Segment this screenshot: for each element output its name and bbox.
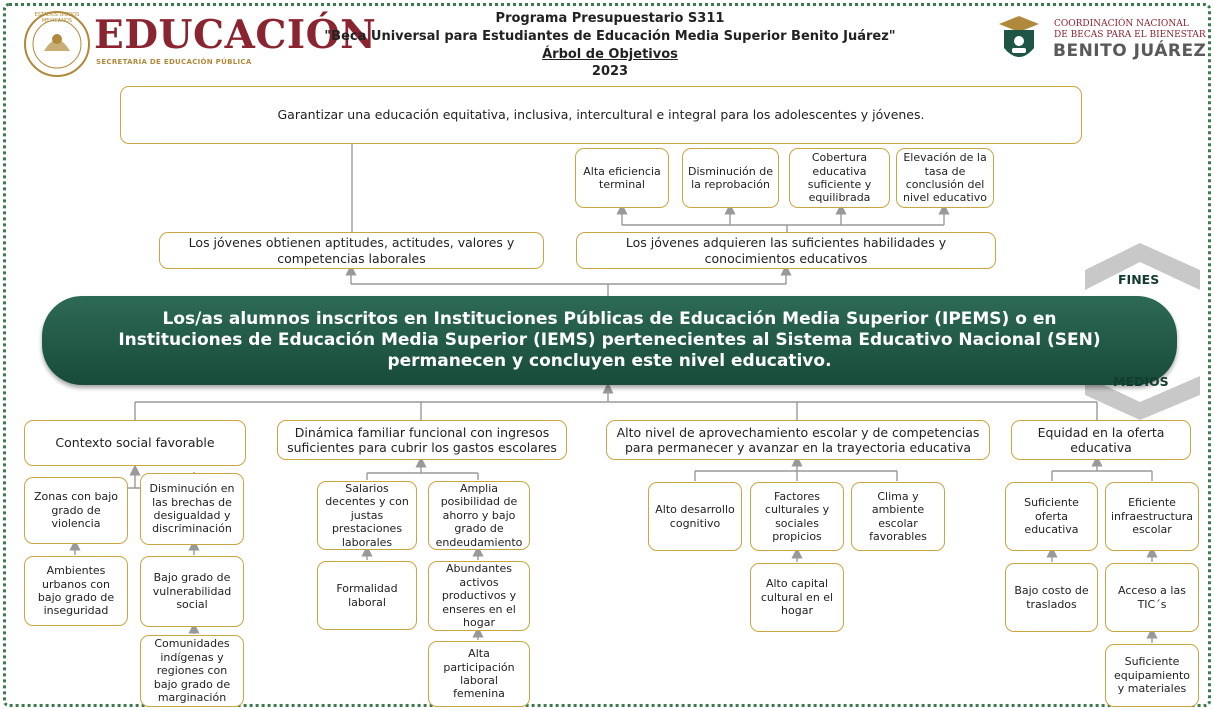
- medios-label: MEDIOS: [1113, 374, 1169, 389]
- end-top-1: Alta eficiencia terminal: [575, 148, 669, 208]
- fines-chevron-icon: [1085, 243, 1200, 290]
- means-c2-5: Alta participación laboral femenina: [428, 641, 530, 707]
- means-c3-4: Clima y ambiente escolar favorables: [851, 482, 945, 551]
- means-c2-3: Amplia posibilidad de ahorro y bajo grad…: [428, 481, 530, 550]
- program-code: Programa Presupuestario S311: [495, 11, 725, 26]
- right-logo-line1: COORDINACIÓN NACIONAL: [1054, 19, 1189, 29]
- means-c1-2: Ambientes urbanos con bajo grado de inse…: [24, 556, 128, 626]
- means-c4-3: Eficiente infraestructura escolar: [1105, 482, 1199, 551]
- means-c1-1: Zonas con bajo grado de violencia: [24, 477, 128, 544]
- means-c2-4: Abundantes activos productivos y enseres…: [428, 561, 530, 631]
- component-2: Dinámica familiar funcional con ingresos…: [277, 420, 567, 460]
- means-c2-1: Salarios decentes y con justas prestacio…: [317, 481, 417, 550]
- end-mid-1: Los jóvenes obtienen aptitudes, actitude…: [159, 232, 544, 269]
- purpose-box: Los/as alumnos inscritos en Institucione…: [42, 296, 1177, 385]
- program-name: "Beca Universal para Estudiantes de Educ…: [324, 29, 896, 44]
- component-3: Alto nivel de aprovechamiento escolar y …: [606, 420, 990, 460]
- logo-educacion: EDUCACIÓN: [94, 12, 377, 58]
- fines-label: FINES: [1118, 272, 1160, 287]
- page-frame: [3, 3, 1211, 707]
- component-4: Equidad en la oferta educativa: [1011, 420, 1191, 460]
- year: 2023: [591, 64, 629, 79]
- means-c4-5: Suficiente equipamiento y materiales: [1105, 644, 1199, 707]
- means-c3-3: Alto capital cultural en el hogar: [750, 563, 844, 632]
- logo-subtitle: SECRETARÍA DE EDUCACIÓN PÚBLICA: [96, 58, 252, 66]
- goal-box: Garantizar una educación equitativa, inc…: [120, 86, 1082, 144]
- means-c4-2: Bajo costo de traslados: [1005, 563, 1098, 632]
- bienestar-logo-icon: [999, 16, 1039, 57]
- means-c1-5: Comunidades indígenas y regiones con baj…: [140, 635, 244, 707]
- right-logo-line2: DE BECAS PARA EL BIENESTAR: [1054, 30, 1206, 40]
- right-logo-line3: BENITO JUÁREZ: [1053, 41, 1207, 61]
- tree-title: Árbol de Objetivos: [542, 47, 678, 62]
- seal-icon: [24, 11, 90, 77]
- seal-text: ESTADOS UNIDOS MEXICANOS: [34, 12, 80, 24]
- medios-chevron-icon: [1085, 376, 1200, 420]
- means-c4-1: Suficiente oferta educativa: [1005, 482, 1098, 551]
- end-top-3: Cobertura educativa suficiente y equilib…: [789, 148, 890, 208]
- means-c1-3: Disminución en las brechas de desigualda…: [140, 473, 244, 545]
- end-mid-2: Los jóvenes adquieren las suficientes ha…: [576, 232, 996, 269]
- means-c3-1: Alto desarrollo cognitivo: [648, 482, 742, 551]
- end-top-2: Disminución de la reprobación: [682, 148, 779, 208]
- means-c3-2: Factores culturales y sociales propicios: [750, 482, 844, 551]
- means-c2-2: Formalidad laboral: [317, 561, 417, 630]
- means-c4-4: Acceso a las TIC´s: [1105, 563, 1199, 632]
- component-1: Contexto social favorable: [24, 420, 246, 466]
- means-c1-4: Bajo grado de vulnerabilidad social: [140, 556, 244, 627]
- end-top-4: Elevación de la tasa de conclusión del n…: [896, 148, 994, 208]
